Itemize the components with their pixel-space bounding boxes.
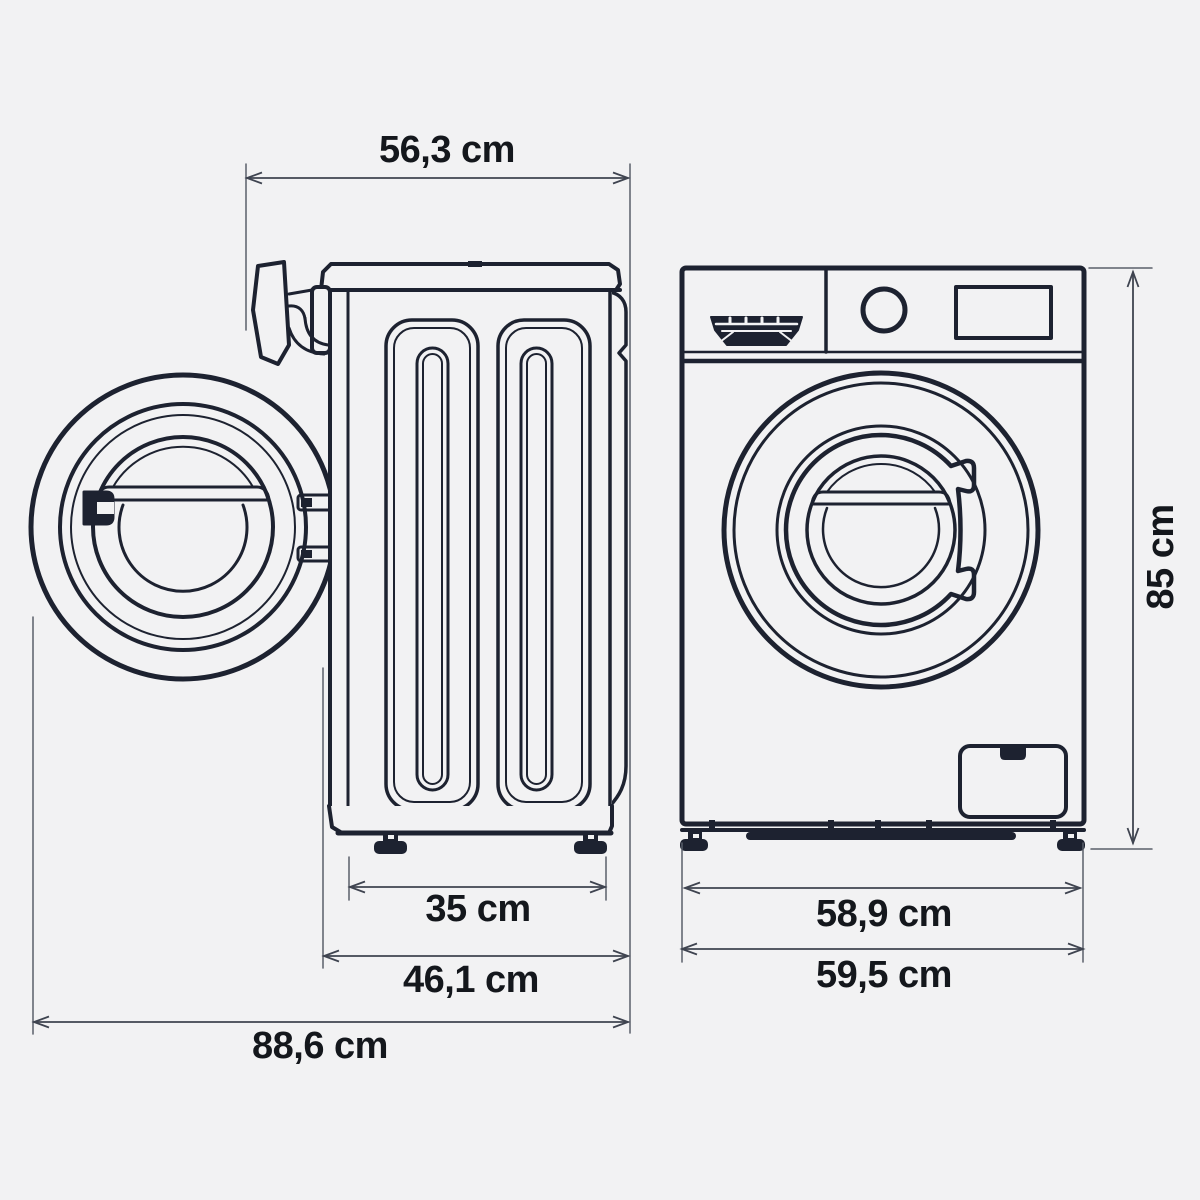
front-view-drawing	[679, 265, 1087, 851]
front-door	[721, 370, 1041, 690]
side-feet	[374, 833, 607, 854]
door-latch	[82, 490, 115, 526]
dim-label-height: 85 cm	[1140, 504, 1182, 610]
front-base	[680, 820, 1086, 851]
program-knob	[860, 286, 908, 334]
extension-lines	[32, 163, 1153, 1035]
dim-label-feet-depth: 35 cm	[425, 888, 531, 930]
dim-label-body-depth: 46,1 cm	[403, 959, 539, 1001]
side-open-door	[28, 372, 338, 682]
side-view-drawing	[28, 260, 628, 854]
dim-label-width-feet: 58,9 cm	[816, 893, 952, 935]
door-hinges	[296, 493, 334, 563]
dim-label-depth-open: 88,6 cm	[252, 1025, 388, 1067]
detergent-drawer-handle	[710, 316, 803, 346]
dimension-lines	[31, 163, 1153, 1035]
dim-label-depth-top: 56,3 cm	[379, 129, 515, 171]
display-panel	[954, 285, 1053, 340]
service-flap	[958, 744, 1068, 819]
dim-label-width-total: 59,5 cm	[816, 954, 952, 996]
door-top-hinge	[251, 260, 332, 366]
side-body	[319, 261, 628, 854]
